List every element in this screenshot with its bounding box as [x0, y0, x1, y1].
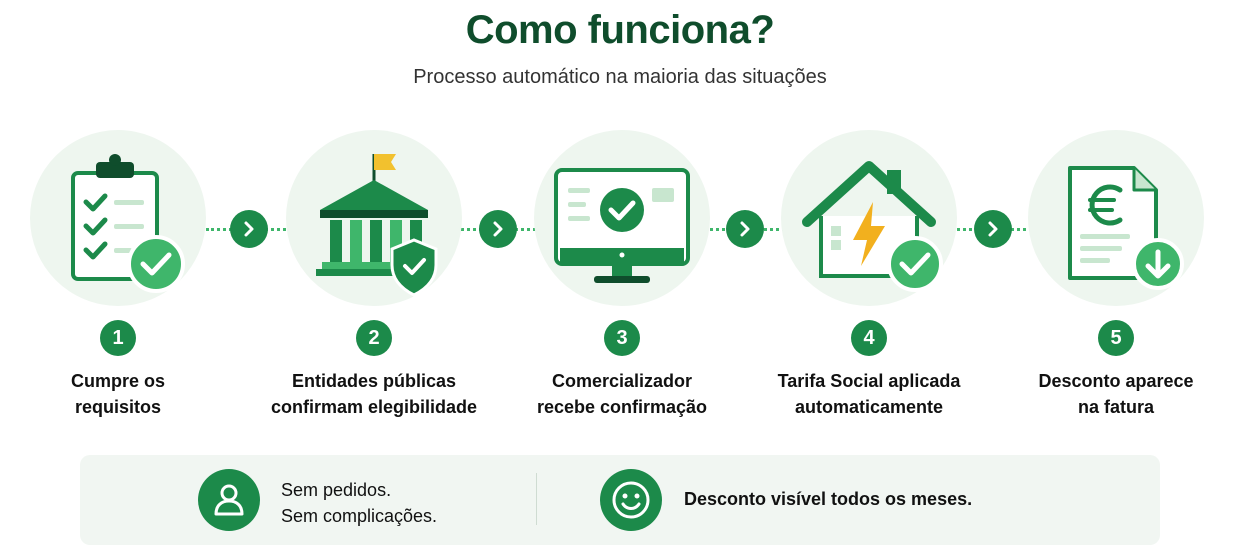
- step-label-line: Cumpre os: [70, 371, 166, 391]
- step-label-line: Entidades públicas: [291, 371, 457, 391]
- no-requests-text: Sem pedidos. Sem complicações.: [281, 477, 437, 529]
- step-label-line: recebe confirmação: [536, 397, 708, 417]
- step-label-line: Comercializador: [551, 371, 693, 391]
- step-icon-halo: [534, 130, 710, 306]
- panel-divider: [536, 473, 537, 525]
- step-label: Comercializador recebe confirmação: [494, 368, 750, 420]
- chevron-right-icon: [726, 210, 764, 248]
- chevron-right-icon: [479, 210, 517, 248]
- step-number: 4: [851, 320, 887, 356]
- info-line: Sem complicações.: [281, 506, 438, 526]
- step-label-line: Desconto aparece: [1038, 371, 1194, 391]
- chevron-right-icon: [230, 210, 268, 248]
- house-lightning-icon: [802, 161, 943, 292]
- step-icon-halo: [781, 130, 957, 306]
- step-number: 3: [604, 320, 640, 356]
- step-number: 2: [356, 320, 392, 356]
- smiley-icon: [600, 469, 662, 531]
- step-label: Entidades públicas confirmam elegibilida…: [246, 368, 502, 420]
- monitor-check-icon: [554, 168, 690, 283]
- government-building-icon: [316, 154, 438, 297]
- step-label-line: automaticamente: [794, 397, 944, 417]
- step-label-line: na fatura: [1077, 397, 1155, 417]
- page-subtitle: Processo automático na maioria das situa…: [413, 66, 827, 88]
- monthly-discount-text: Desconto visível todos os meses.: [684, 489, 973, 509]
- chevron-right-icon: [974, 210, 1012, 248]
- step-number: 1: [100, 320, 136, 356]
- step-label: Cumpre os requisitos: [0, 368, 246, 420]
- user-icon: [198, 469, 260, 531]
- step-label: Tarifa Social aplicada automaticamente: [741, 368, 997, 420]
- step-icon-halo: [286, 130, 462, 306]
- step-label-line: Tarifa Social aplicada: [777, 371, 961, 391]
- step-label-line: confirmam elegibilidade: [270, 397, 478, 417]
- page-title: Como funciona?: [465, 8, 775, 52]
- clipboard-checklist-icon: [71, 154, 185, 293]
- step-number: 5: [1098, 320, 1134, 356]
- info-line: Sem pedidos.: [281, 480, 392, 500]
- step-label-line: requisitos: [74, 397, 162, 417]
- info-panel: Sem pedidos. Sem complicações. Desconto …: [80, 455, 1160, 545]
- euro-invoice-icon: [1068, 166, 1184, 290]
- step-label: Desconto aparece na fatura: [988, 368, 1240, 420]
- step-icon-halo: [1028, 130, 1204, 306]
- step-icon-halo: [30, 130, 206, 306]
